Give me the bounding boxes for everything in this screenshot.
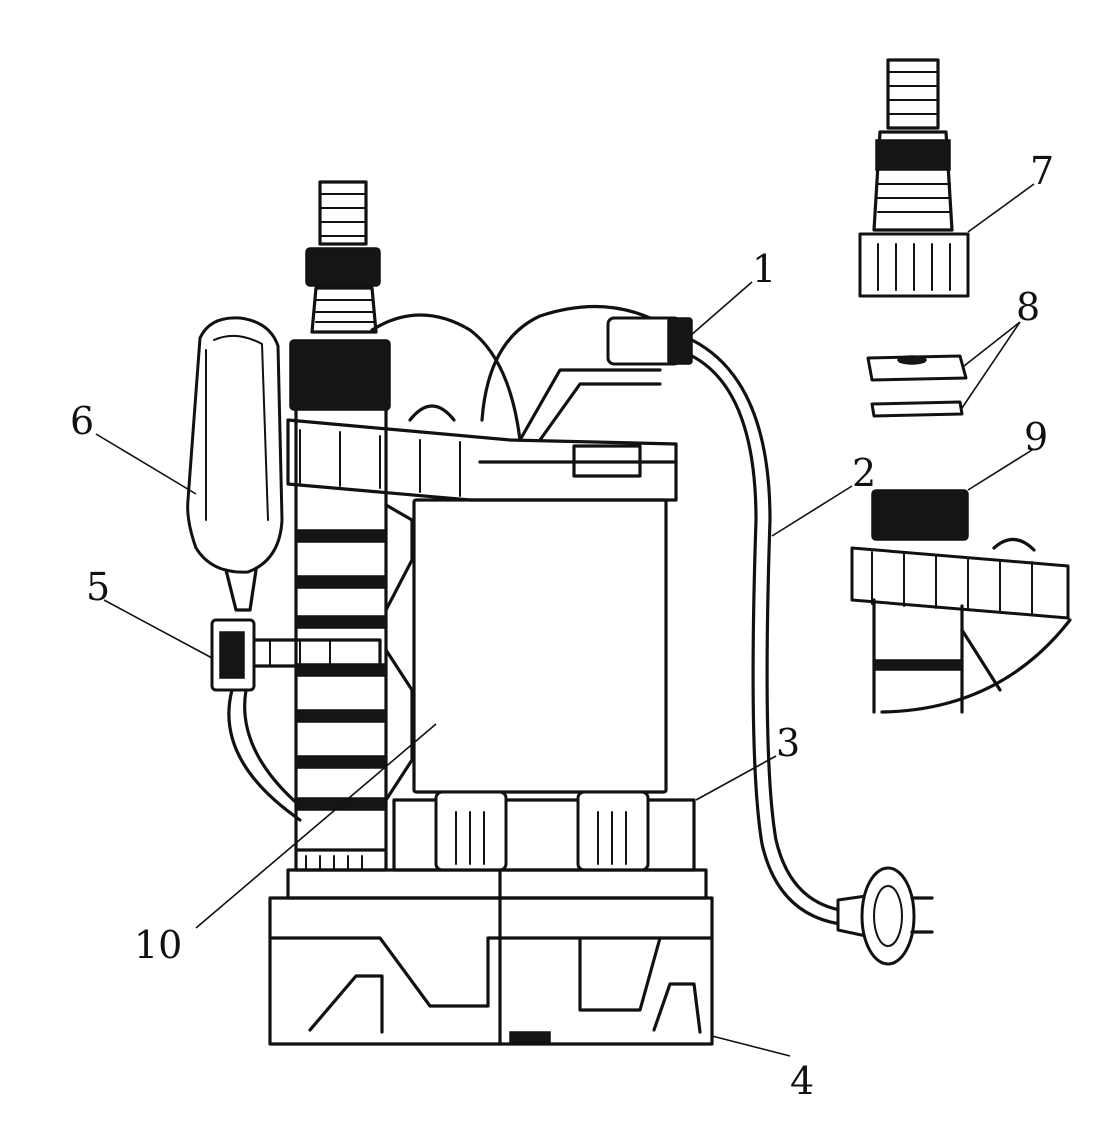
outlet-hose-barb <box>289 180 391 411</box>
callout-2: 2 <box>852 451 876 495</box>
callout-6: 6 <box>70 399 94 443</box>
pump-base <box>268 868 714 1046</box>
outlet-connection-detail <box>850 489 1072 714</box>
carry-handle <box>370 304 693 442</box>
callout-10: 10 <box>134 923 182 967</box>
top-frame <box>286 404 678 502</box>
mains-plug <box>836 866 934 966</box>
callout-9: 9 <box>1024 415 1048 459</box>
hose-adapter-detail <box>858 58 970 298</box>
power-cable <box>690 338 842 926</box>
discharge-tube <box>294 408 414 852</box>
callout-3: 3 <box>776 721 800 765</box>
callout-7: 7 <box>1030 149 1054 193</box>
callout-8: 8 <box>1016 285 1040 329</box>
callout-labels: 1 2 3 4 5 6 7 8 9 10 <box>70 149 1054 1103</box>
cable-clamp <box>210 618 382 822</box>
seal-rings-detail <box>866 354 968 418</box>
motor-housing <box>412 498 668 794</box>
float-switch <box>186 316 284 612</box>
callout-leaders <box>95 183 1035 1057</box>
callout-4: 4 <box>790 1059 814 1103</box>
callout-5: 5 <box>86 565 110 609</box>
callout-1: 1 <box>752 247 776 291</box>
pump-assembly <box>186 180 934 1046</box>
base-upper <box>294 790 696 872</box>
